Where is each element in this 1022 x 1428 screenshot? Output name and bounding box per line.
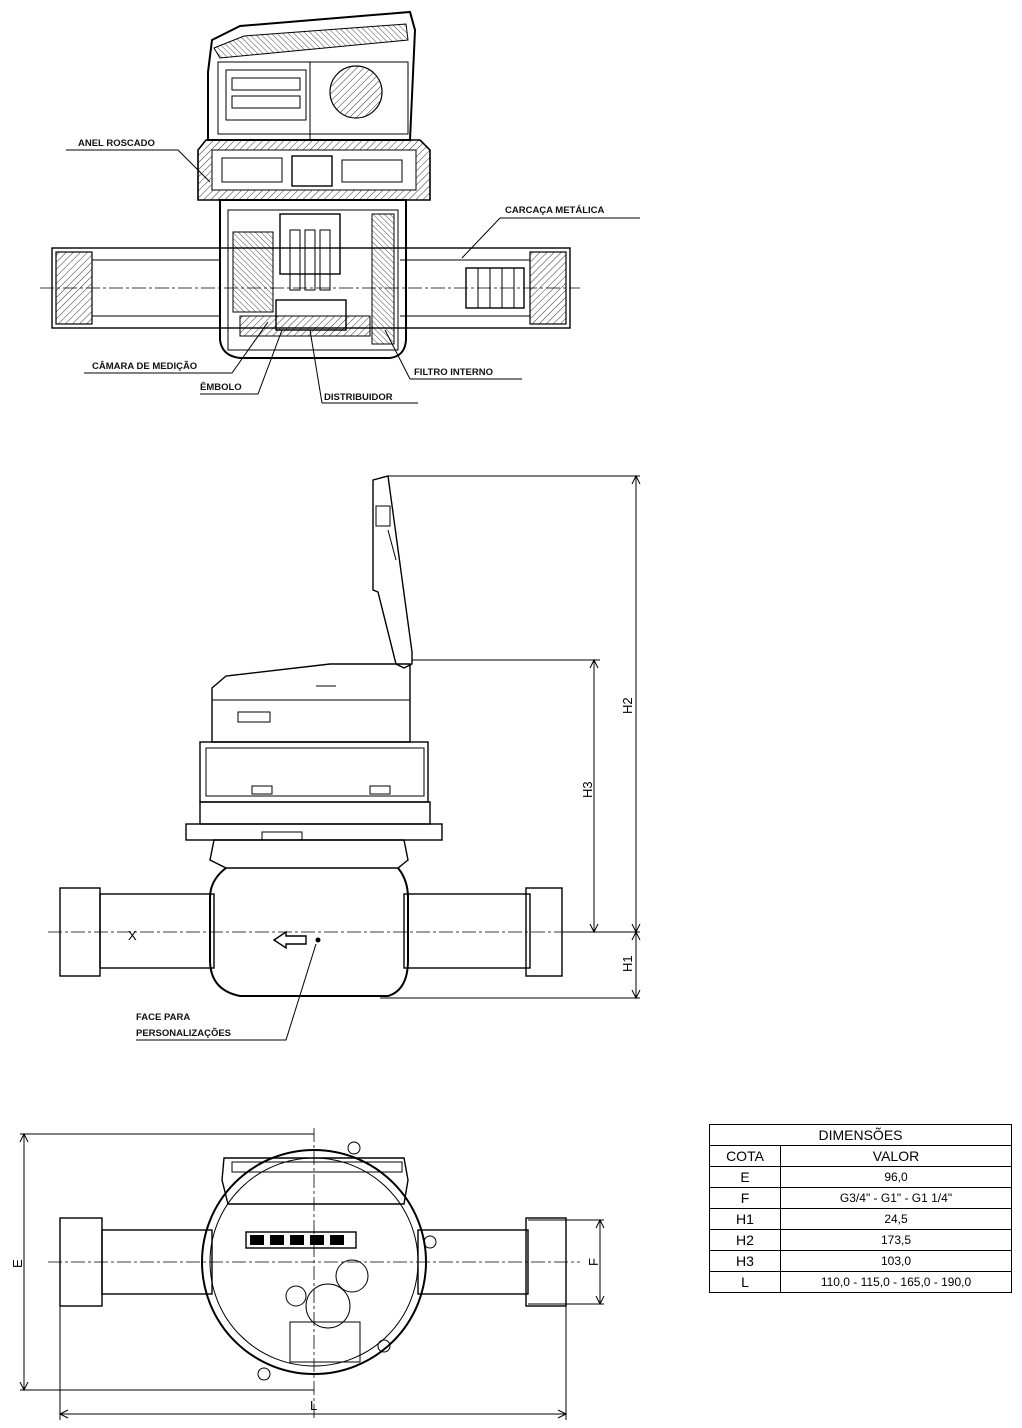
table-row: H2 173,5	[709, 1229, 1012, 1251]
side-view: X FACE PARA PERSONALIZAÇÕES H2 H3 H1	[48, 474, 641, 1041]
cota-cell: H3	[709, 1250, 781, 1272]
cota-cell: E	[709, 1166, 781, 1188]
section-view: ANEL ROSCADO CARCAÇA METÁLICA CÂMARA DE …	[40, 10, 640, 404]
marker-x: X	[128, 928, 137, 943]
flow-arrow-icon	[272, 930, 307, 950]
valor-cell: 96,0	[780, 1166, 1012, 1188]
dim-f: F	[586, 1258, 601, 1266]
cota-cell: L	[709, 1271, 781, 1293]
header-valor: VALOR	[780, 1145, 1012, 1167]
valor-cell: 173,5	[780, 1229, 1012, 1251]
table-row: F G3/4" - G1" - G1 1/4"	[709, 1187, 1012, 1209]
label-camara: CÂMARA DE MEDIÇÃO	[92, 360, 197, 372]
valor-cell: 103,0	[780, 1250, 1012, 1272]
dim-l: L	[310, 1398, 317, 1413]
valor-cell: 24,5	[780, 1208, 1012, 1230]
cota-cell: F	[709, 1187, 781, 1209]
label-face-1: FACE PARA	[136, 1012, 190, 1023]
label-distribuidor: DISTRIBUIDOR	[324, 392, 393, 403]
label-filtro: FILTRO INTERNO	[414, 367, 493, 378]
top-view: E F L	[10, 1128, 605, 1420]
dim-h1: H1	[620, 955, 635, 972]
table-row: H3 103,0	[709, 1250, 1012, 1272]
table-title: DIMENSÕES	[709, 1124, 1012, 1146]
table-row: E 96,0	[709, 1166, 1012, 1188]
valor-cell: 110,0 - 115,0 - 165,0 - 190,0	[780, 1271, 1012, 1293]
header-cota: COTA	[709, 1145, 781, 1167]
cota-cell: H2	[709, 1229, 781, 1251]
dim-e: E	[10, 1259, 25, 1268]
dimensions-table: DIMENSÕES COTA VALOR E 96,0 F G3/4" - G1…	[709, 1124, 1012, 1293]
valor-cell: G3/4" - G1" - G1 1/4"	[780, 1187, 1012, 1209]
dim-h3: H3	[580, 781, 595, 798]
label-carcaca: CARCAÇA METÁLICA	[505, 205, 605, 216]
label-face-2: PERSONALIZAÇÕES	[136, 1028, 231, 1039]
table-row: H1 24,5	[709, 1208, 1012, 1230]
table-row: L 110,0 - 115,0 - 165,0 - 190,0	[709, 1271, 1012, 1293]
label-anel-roscado: ANEL ROSCADO	[78, 138, 155, 149]
cota-cell: H1	[709, 1208, 781, 1230]
lid	[372, 475, 413, 669]
dim-h2: H2	[620, 697, 635, 714]
label-embolo: ÊMBOLO	[200, 381, 242, 393]
